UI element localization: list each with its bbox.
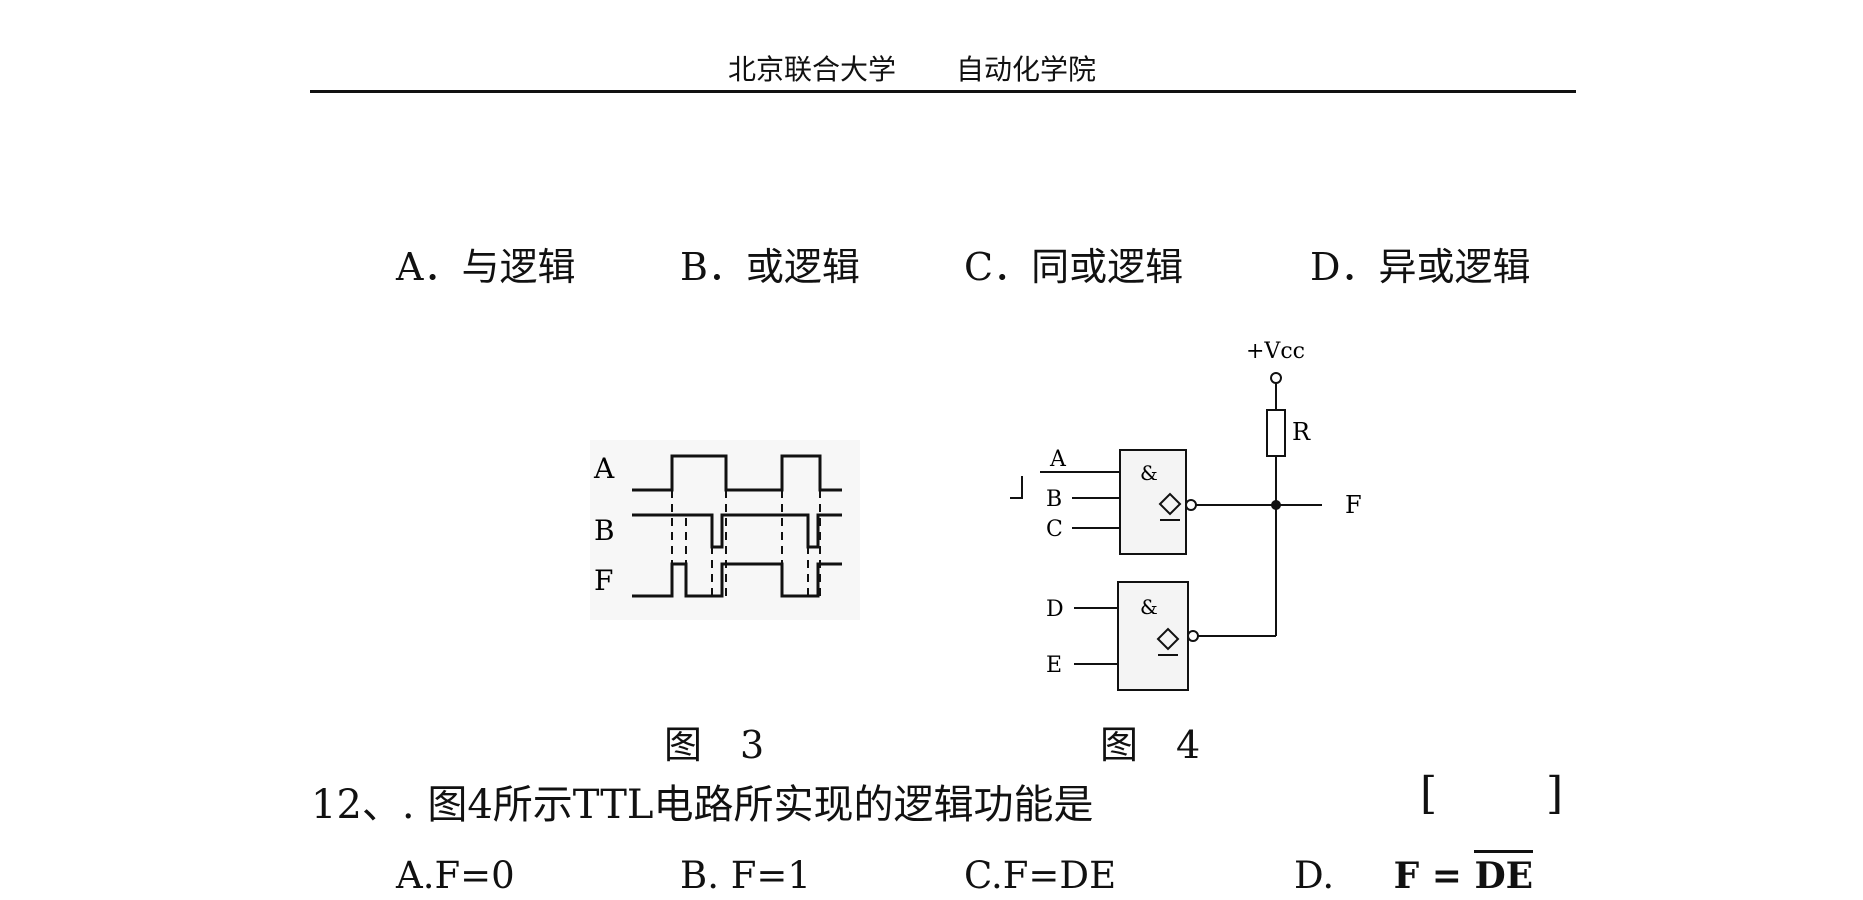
option-a-12: A.F=0 bbox=[396, 854, 515, 897]
option-c-12: C.F=DE bbox=[964, 854, 1117, 897]
option-d-12: D. F = DE bbox=[1294, 850, 1534, 897]
waveform-label-b: B bbox=[594, 514, 615, 547]
figure-3-caption: 图 3 bbox=[664, 723, 765, 767]
option-d-12-prefix: D. bbox=[1294, 854, 1335, 897]
figure-4-caption: 图 4 bbox=[1100, 723, 1201, 767]
input-d-label: D bbox=[1046, 597, 1064, 622]
output-f-label: F bbox=[1345, 491, 1362, 519]
gate-upper-symbol: & bbox=[1140, 461, 1158, 485]
input-e-label: E bbox=[1046, 653, 1062, 678]
answer-bracket-close: ] bbox=[1546, 768, 1564, 819]
school-name: 北京联合大学 bbox=[728, 53, 897, 86]
option-b-12: B. F=1 bbox=[680, 854, 811, 897]
page-header: 北京联合大学 自动化学院 bbox=[728, 48, 1096, 88]
figure-3-waveform: A B F bbox=[590, 440, 860, 620]
waveform-b-trace bbox=[632, 513, 842, 549]
vcc-label: +Vcc bbox=[1246, 339, 1305, 364]
open-collector-icon-upper bbox=[1158, 492, 1182, 516]
answer-bracket-open: [ bbox=[1420, 768, 1438, 819]
vcc-terminal bbox=[1270, 372, 1282, 384]
gate-lower-symbol: & bbox=[1140, 595, 1158, 619]
waveform-f-trace bbox=[632, 562, 842, 598]
waveform-label-f: F bbox=[594, 564, 613, 597]
waveform-a-trace bbox=[632, 454, 842, 492]
department-name: 自动化学院 bbox=[956, 53, 1097, 86]
nand-gate-upper bbox=[1119, 449, 1187, 555]
figure-4-circuit: +Vcc R & F & A B C D E bbox=[1010, 339, 1362, 691]
option-d-11: D．异或逻辑 bbox=[1310, 245, 1531, 289]
option-d-12-formula: F = DE bbox=[1394, 850, 1534, 897]
input-c-label: C bbox=[1046, 517, 1063, 542]
formula-overline-de: DE bbox=[1474, 850, 1534, 897]
option-c-11: C．同或逻辑 bbox=[964, 245, 1184, 289]
open-collector-icon-lower bbox=[1156, 627, 1180, 651]
waveform-label-a: A bbox=[593, 452, 615, 485]
waveform-traces bbox=[632, 454, 842, 598]
input-a-label: A bbox=[1049, 447, 1067, 472]
input-b-label: B bbox=[1046, 487, 1062, 512]
header-rule bbox=[310, 90, 1576, 93]
resistor-label: R bbox=[1292, 418, 1311, 446]
option-b-11: B．或逻辑 bbox=[680, 245, 860, 289]
waveform-guides bbox=[671, 490, 821, 600]
option-a-11: A．与逻辑 bbox=[396, 245, 576, 289]
inverter-bubble-lower bbox=[1187, 630, 1199, 642]
inverter-bubble-upper bbox=[1185, 499, 1197, 511]
resistor-r bbox=[1266, 409, 1286, 457]
question-12-text: 12、. 图4所示TTL电路所实现的逻辑功能是 bbox=[311, 782, 1094, 828]
